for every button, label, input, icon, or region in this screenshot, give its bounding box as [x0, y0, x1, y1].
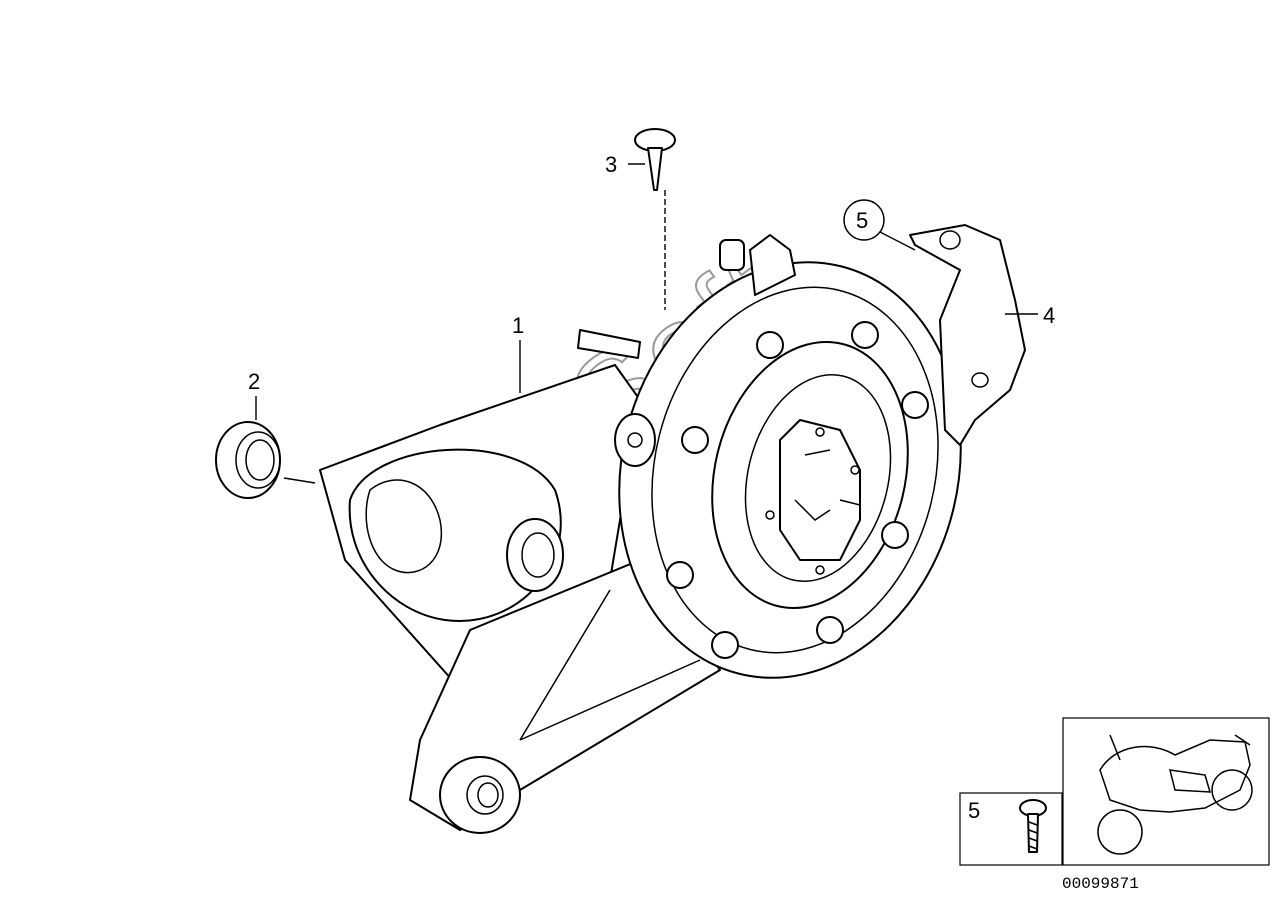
bracket: [909, 224, 1026, 446]
callout-5: 5: [856, 208, 868, 233]
callout-3: 3: [605, 152, 617, 177]
flange-bolts: [666, 321, 929, 659]
inset-parts-box: 5: [959, 792, 1063, 866]
callout-4: 4: [1043, 303, 1055, 328]
leader-2b: [283, 477, 316, 484]
screw: [634, 128, 676, 191]
final-drive-housing: [319, 234, 962, 834]
callout-2: 2: [248, 369, 260, 394]
sealing-ring: [215, 421, 281, 499]
callout-1: 1: [512, 313, 524, 338]
inset-callout-5: 5: [968, 798, 980, 823]
leader-5: [879, 231, 916, 251]
callout-5-circle: [843, 199, 885, 241]
motorcycle-inset: [1062, 717, 1270, 866]
drawing-number: 00099871: [1062, 875, 1139, 893]
